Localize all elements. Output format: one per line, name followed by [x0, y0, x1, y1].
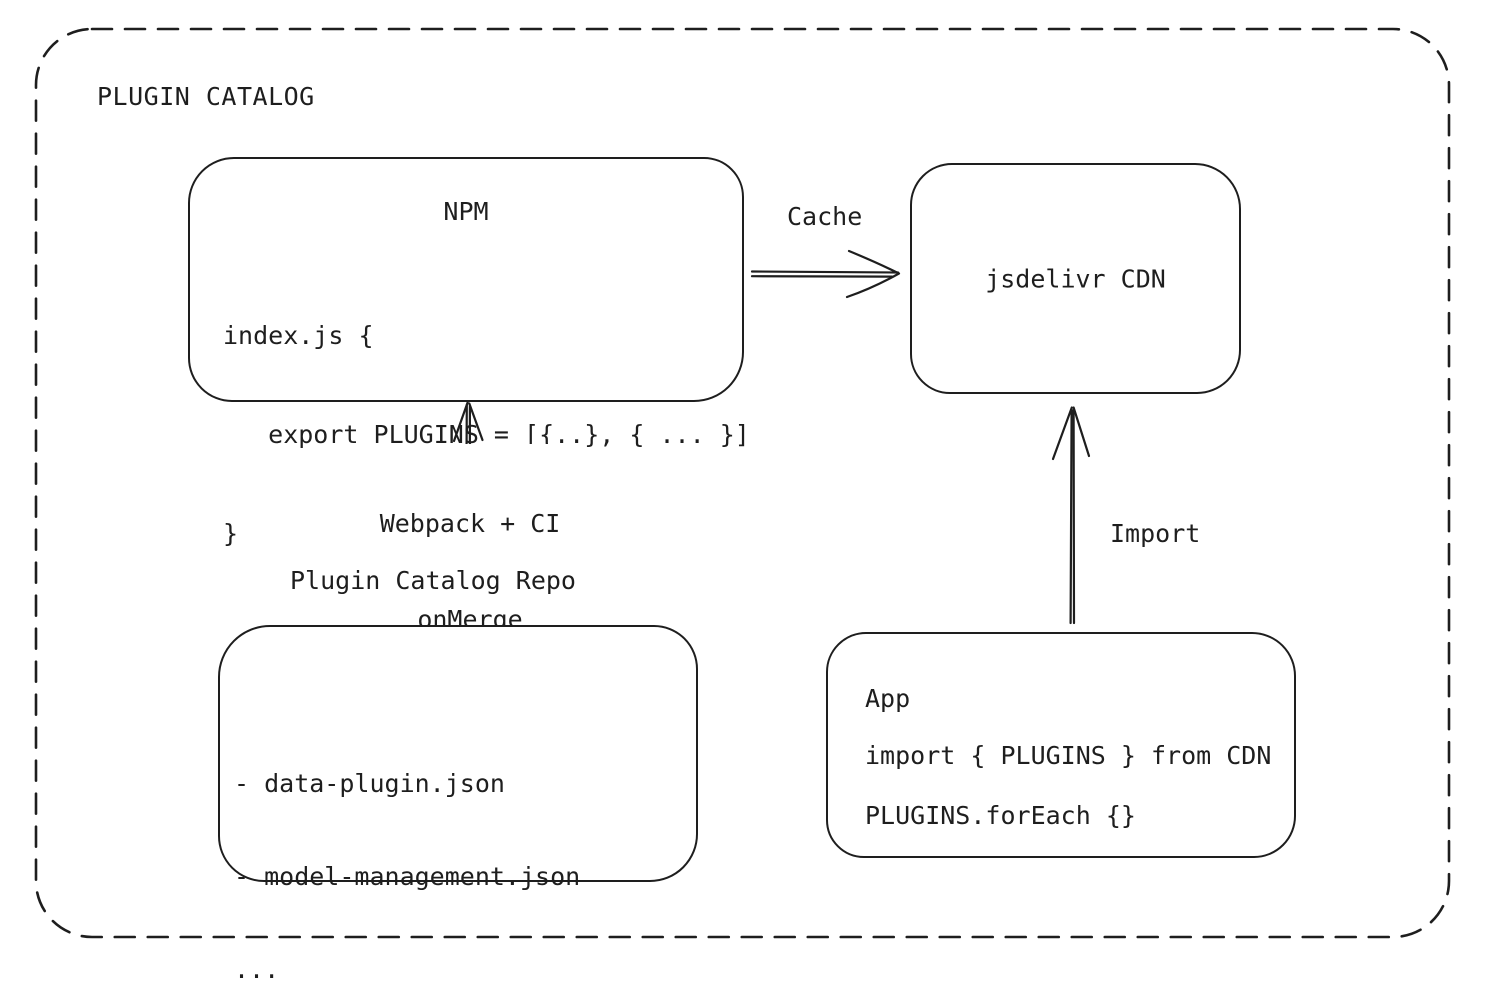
- app-node-title: App: [865, 684, 911, 713]
- app-code-line: import { PLUGINS } from CDN: [865, 741, 1272, 770]
- app-code-line: PLUGINS.forEach {}: [865, 801, 1136, 830]
- catalog-boundary-border: [34, 27, 1451, 939]
- repo-file-item: - model-management.json: [234, 862, 581, 891]
- repo-node-label: Plugin Catalog Repo: [290, 566, 576, 595]
- import-edge-label: Import: [1110, 519, 1201, 548]
- cache-edge-label: Cache: [787, 202, 863, 231]
- node-cdn: jsdelivr CDN: [910, 163, 1241, 394]
- build-edge-label-line: Webpack + CI: [379, 509, 561, 538]
- repo-file-item: ...: [234, 955, 280, 984]
- cache-arrow: [750, 249, 901, 299]
- node-npm: NPM index.js { export PLUGINS = [{..}, {…: [188, 157, 750, 548]
- npm-node-title: NPM: [443, 197, 489, 226]
- repo-file-list: - data-plugin.json - model-management.js…: [234, 706, 580, 1002]
- repo-file-item: - data-plugin.json: [234, 769, 505, 798]
- npm-code-line: }: [223, 519, 239, 548]
- node-app: App import { PLUGINS } from CDN PLUGINS.…: [826, 632, 1296, 858]
- import-arrow: [1051, 406, 1091, 625]
- node-repo: - data-plugin.json - model-management.js…: [218, 625, 698, 984]
- diagram-title: PLUGIN CATALOG: [97, 82, 315, 111]
- npm-code-line: index.js {: [223, 321, 374, 350]
- cdn-node-label: jsdelivr CDN: [985, 264, 1166, 293]
